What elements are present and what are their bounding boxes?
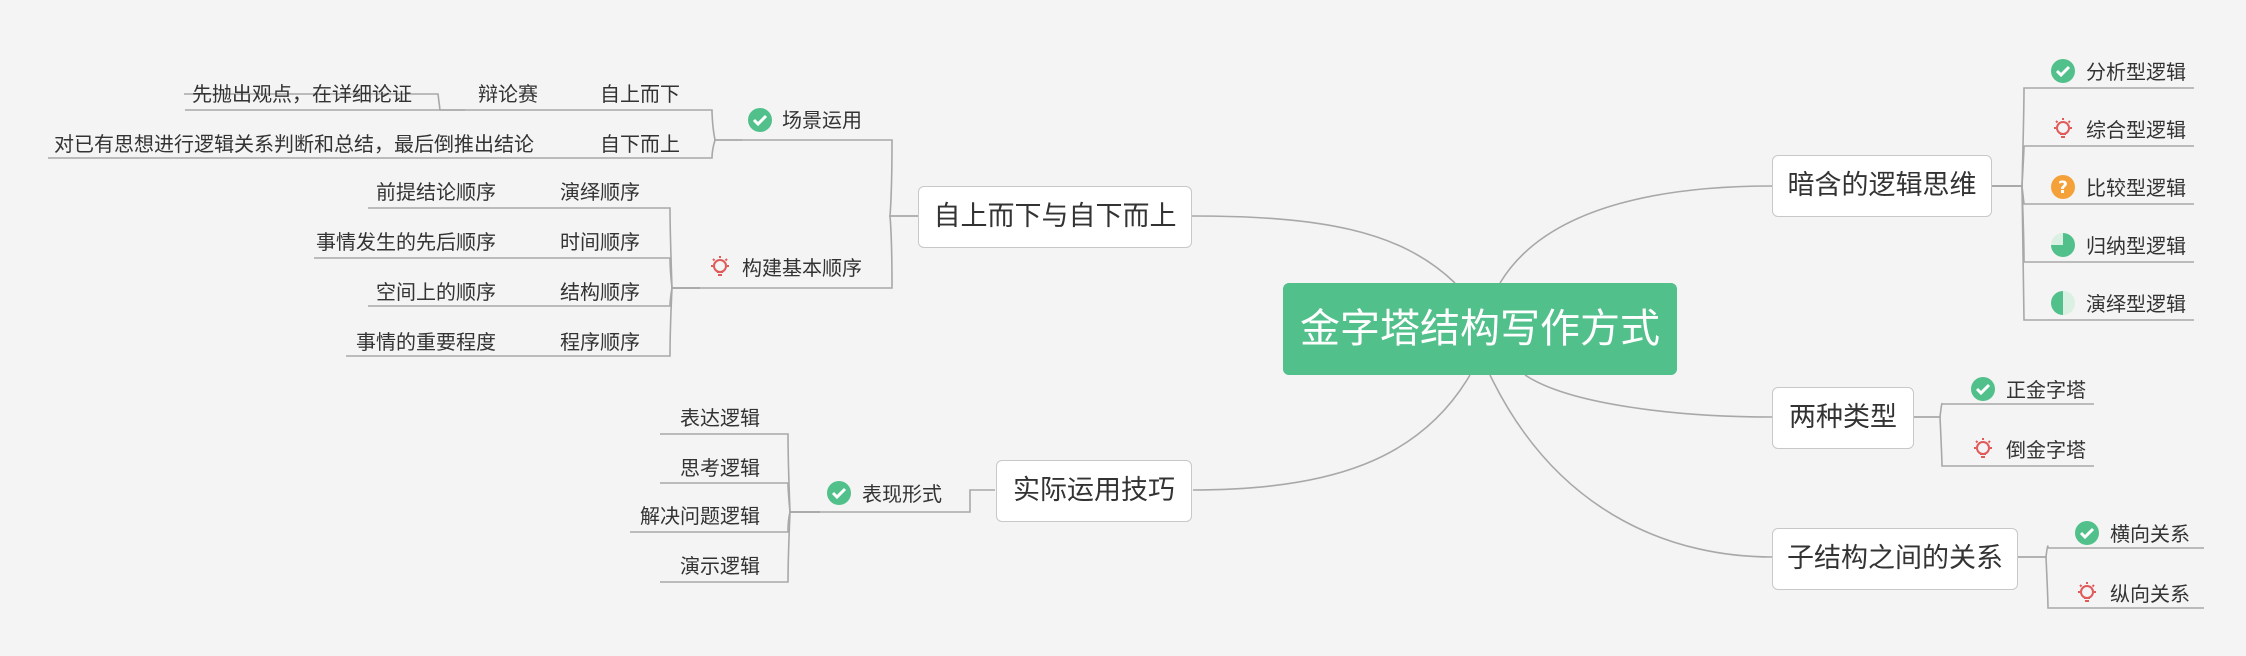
item-horizontal-relation[interactable]: 横向关系 bbox=[2110, 522, 2190, 546]
item-expression-logic[interactable]: 表达逻辑 bbox=[680, 406, 760, 430]
item-reasoning-summary[interactable]: 对已有思想进行逻辑关系判断和总结，最后倒推出结论 bbox=[54, 132, 534, 156]
question-icon: ? bbox=[2051, 175, 2075, 199]
subtopic-expression-form[interactable]: 表现形式 bbox=[862, 482, 942, 506]
check-icon bbox=[827, 481, 851, 505]
item-time-order[interactable]: 时间顺序 bbox=[560, 230, 640, 254]
svg-text:?: ? bbox=[2058, 178, 2068, 198]
item-inductive-logic[interactable]: 归纳型逻辑 bbox=[2086, 234, 2186, 258]
item-presentation-logic[interactable]: 演示逻辑 bbox=[680, 554, 760, 578]
item-deductive-order[interactable]: 演绎顺序 bbox=[560, 180, 640, 204]
subtopic-scene-usage[interactable]: 场景运用 bbox=[782, 108, 862, 132]
item-upright-pyramid[interactable]: 正金字塔 bbox=[2006, 378, 2086, 402]
bulb-icon bbox=[2054, 118, 2072, 138]
subtopic-build-order[interactable]: 构建基本顺序 bbox=[742, 256, 862, 280]
check-icon bbox=[1971, 377, 1995, 401]
item-structure-order[interactable]: 结构顺序 bbox=[560, 280, 640, 304]
topic-top-down-bottom-up[interactable]: 自上而下与自下而上 bbox=[918, 186, 1192, 248]
check-icon bbox=[2051, 59, 2075, 83]
bulb-icon bbox=[2078, 582, 2096, 602]
item-debate[interactable]: 辩论赛 bbox=[478, 82, 538, 106]
check-icon bbox=[748, 108, 772, 132]
topic-practical-skills[interactable]: 实际运用技巧 bbox=[996, 460, 1192, 522]
topic-implicit-logic[interactable]: 暗含的逻辑思维 bbox=[1772, 155, 1992, 217]
item-inverted-pyramid[interactable]: 倒金字塔 bbox=[2006, 438, 2086, 462]
topic-substructure-relations[interactable]: 子结构之间的关系 bbox=[1772, 528, 2018, 590]
item-top-down[interactable]: 自上而下 bbox=[600, 82, 680, 106]
item-procedure-order[interactable]: 程序顺序 bbox=[560, 330, 640, 354]
item-vertical-relation[interactable]: 纵向关系 bbox=[2110, 582, 2190, 606]
item-deductive-logic[interactable]: 演绎型逻辑 bbox=[2086, 292, 2186, 316]
item-analytic-logic[interactable]: 分析型逻辑 bbox=[2086, 60, 2186, 84]
item-premise-conclusion[interactable]: 前提结论顺序 bbox=[376, 180, 496, 204]
item-bottom-up[interactable]: 自下而上 bbox=[600, 132, 680, 156]
progress-50-icon bbox=[2051, 291, 2075, 315]
bulb-icon bbox=[711, 256, 729, 276]
progress-75-icon bbox=[2051, 233, 2075, 257]
item-event-sequence[interactable]: 事情发生的先后顺序 bbox=[316, 230, 496, 254]
bulb-icon bbox=[1974, 438, 1992, 458]
item-synthetic-logic[interactable]: 综合型逻辑 bbox=[2086, 118, 2186, 142]
item-thinking-logic[interactable]: 思考逻辑 bbox=[680, 456, 760, 480]
check-icon bbox=[2075, 521, 2099, 545]
root-topic[interactable]: 金字塔结构写作方式 bbox=[1283, 283, 1677, 375]
item-spatial-order[interactable]: 空间上的顺序 bbox=[376, 280, 496, 304]
item-problem-solving-logic[interactable]: 解决问题逻辑 bbox=[640, 504, 760, 528]
item-importance[interactable]: 事情的重要程度 bbox=[356, 330, 496, 354]
topic-two-types[interactable]: 两种类型 bbox=[1772, 387, 1914, 449]
item-opinion-first[interactable]: 先抛出观点，在详细论证 bbox=[192, 82, 412, 106]
item-comparative-logic[interactable]: 比较型逻辑 bbox=[2086, 176, 2186, 200]
